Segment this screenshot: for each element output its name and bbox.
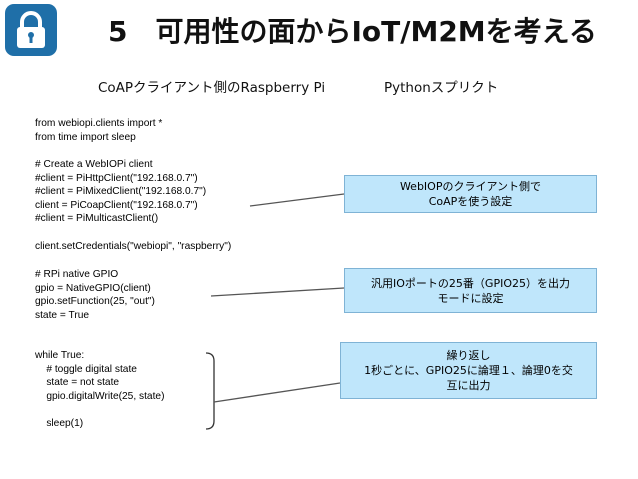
subtitle-left: CoAPクライアント側のRaspberry Pi: [98, 80, 326, 96]
callout-coap: WebIOPのクライアント側で CoAPを使う設定: [344, 175, 597, 213]
page-title: 5 可用性の面からIoT/M2Mを考える: [108, 15, 597, 48]
code-line: # toggle digital state: [35, 363, 137, 375]
code-line: sleep(1): [35, 417, 84, 429]
padlock-icon: [17, 11, 45, 48]
code-client: # Create a WebIOPi client #client = PiHt…: [35, 158, 206, 226]
callout-text: WebIOPのクライアント側で: [399, 180, 542, 193]
code-loop: while True: # toggle digital state state…: [35, 349, 164, 430]
subtitle-right: Pythonスプリクト: [384, 80, 499, 96]
code-line: state = True: [35, 309, 90, 321]
callout-text: CoAPを使う設定: [428, 195, 513, 208]
code-line: from webiopi.clients import *: [35, 118, 163, 129]
loop-bracket: [205, 352, 215, 430]
code-line: from time import sleep: [35, 131, 136, 143]
code-line: gpio.setFunction(25, "out"): [35, 296, 155, 307]
code-gpio: # RPi native GPIO gpio = NativeGPIO(clie…: [35, 268, 155, 322]
code-line: # Create a WebIOPi client: [35, 159, 153, 170]
connector-coap: [249, 193, 345, 207]
code-imports: from webiopi.clients import * from time …: [35, 117, 162, 144]
code-line: client = PiCoapClient("192.168.0.7"): [35, 199, 198, 211]
callout-text: 汎用IOポートの25番（GPIO25）を出力: [371, 276, 570, 290]
connector-loop: [213, 382, 341, 403]
code-line: #client = PiHttpClient("192.168.0.7"): [35, 172, 198, 184]
code-line: client.setCredentials("webiopi", "raspbe…: [35, 241, 232, 252]
callout-text: 1秒ごとに、GPIO25に論理１、論理0を交: [364, 364, 573, 377]
callout-text: 繰り返し: [446, 349, 491, 362]
code-line: gpio.digitalWrite(25, state): [35, 390, 165, 402]
code-line: #client = PiMulticastClient(): [35, 213, 159, 224]
connector-gpio: [210, 287, 345, 297]
callout-text: モードに設定: [437, 291, 504, 305]
code-line: while True:: [35, 350, 85, 361]
callout-gpio: 汎用IOポートの25番（GPIO25）を出力 モードに設定: [344, 268, 597, 313]
callout-loop: 繰り返し 1秒ごとに、GPIO25に論理１、論理0を交 互に出力: [340, 342, 597, 399]
code-line: #client = PiMixedClient("192.168.0.7"): [35, 186, 207, 197]
code-credentials: client.setCredentials("webiopi", "raspbe…: [35, 240, 231, 254]
code-line: gpio = NativeGPIO(client): [35, 282, 151, 294]
padlock-logo: [5, 4, 57, 56]
code-line: state = not state: [35, 377, 120, 388]
callout-text: 互に出力: [446, 379, 491, 392]
code-line: # RPi native GPIO: [35, 269, 119, 280]
